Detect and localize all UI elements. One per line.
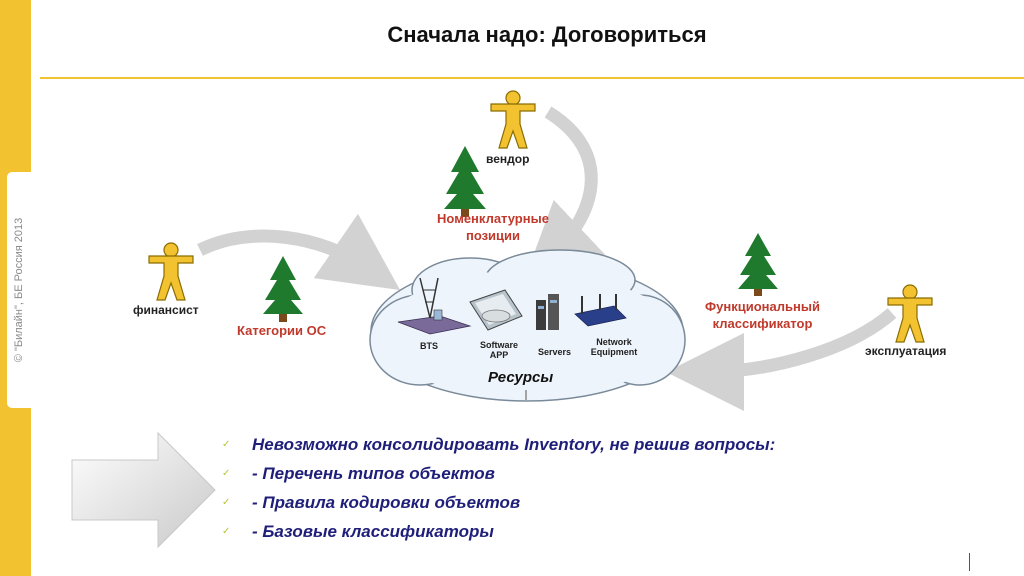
list-item: ✓- Базовые классификаторы: [222, 521, 494, 541]
software-app-icon: [469, 289, 523, 331]
big-arrow-icon: [71, 431, 216, 549]
arrow-operations-to-resources: [666, 308, 897, 411]
operations-label: эксплуатация: [865, 344, 947, 358]
bullet-list: ✓Невозможно консолидировать Inventory, н…: [222, 430, 775, 546]
tree-icon-os-categories: [263, 256, 303, 322]
tree-icon-functional: [738, 233, 778, 296]
vendor-label: вендор: [486, 152, 530, 166]
checkmark-icon: ✓: [222, 526, 231, 537]
page-title: Сначала надо: Договориться: [387, 22, 707, 47]
list-item: ✓Невозможно консолидировать Inventory, н…: [222, 434, 776, 454]
financier-label: финансист: [133, 303, 199, 317]
servers-icon: [536, 294, 559, 330]
list-item: ✓- Перечень типов объектов: [222, 463, 495, 483]
tree-icon-nomenclature: [444, 146, 486, 217]
software-app-label: Software APP: [479, 340, 518, 360]
arrow-financier-to-resources: [197, 213, 401, 291]
person-icon-vendor: [490, 90, 536, 149]
resources-label: Ресурсы: [488, 369, 554, 386]
list-item: ✓- Правила кодировки объектов: [222, 492, 521, 512]
person-icon-operations: [887, 284, 933, 343]
network-equipment-icon: [574, 294, 627, 327]
network-equipment-label: Network Equipment: [590, 337, 638, 357]
servers-label: Servers: [538, 347, 572, 357]
title-divider: [40, 77, 1024, 79]
os-categories-label: Категории ОС: [237, 323, 327, 338]
checkmark-icon: ✓: [222, 468, 231, 479]
copyright-box: [7, 172, 31, 408]
nomenclature-label: Номенклатурные позиции: [437, 211, 549, 243]
checkmark-icon: ✓: [222, 439, 231, 450]
page-marker: [969, 553, 970, 571]
functional-classifier-label: Функциональный классификатор: [705, 299, 820, 331]
bts-label: BTS: [420, 341, 438, 351]
arrow-vendor-to-resources: [523, 106, 608, 282]
person-icon-financier: [148, 242, 194, 301]
resources-cloud: [369, 249, 686, 402]
checkmark-icon: ✓: [222, 497, 231, 508]
bts-tower-icon: [397, 277, 472, 335]
